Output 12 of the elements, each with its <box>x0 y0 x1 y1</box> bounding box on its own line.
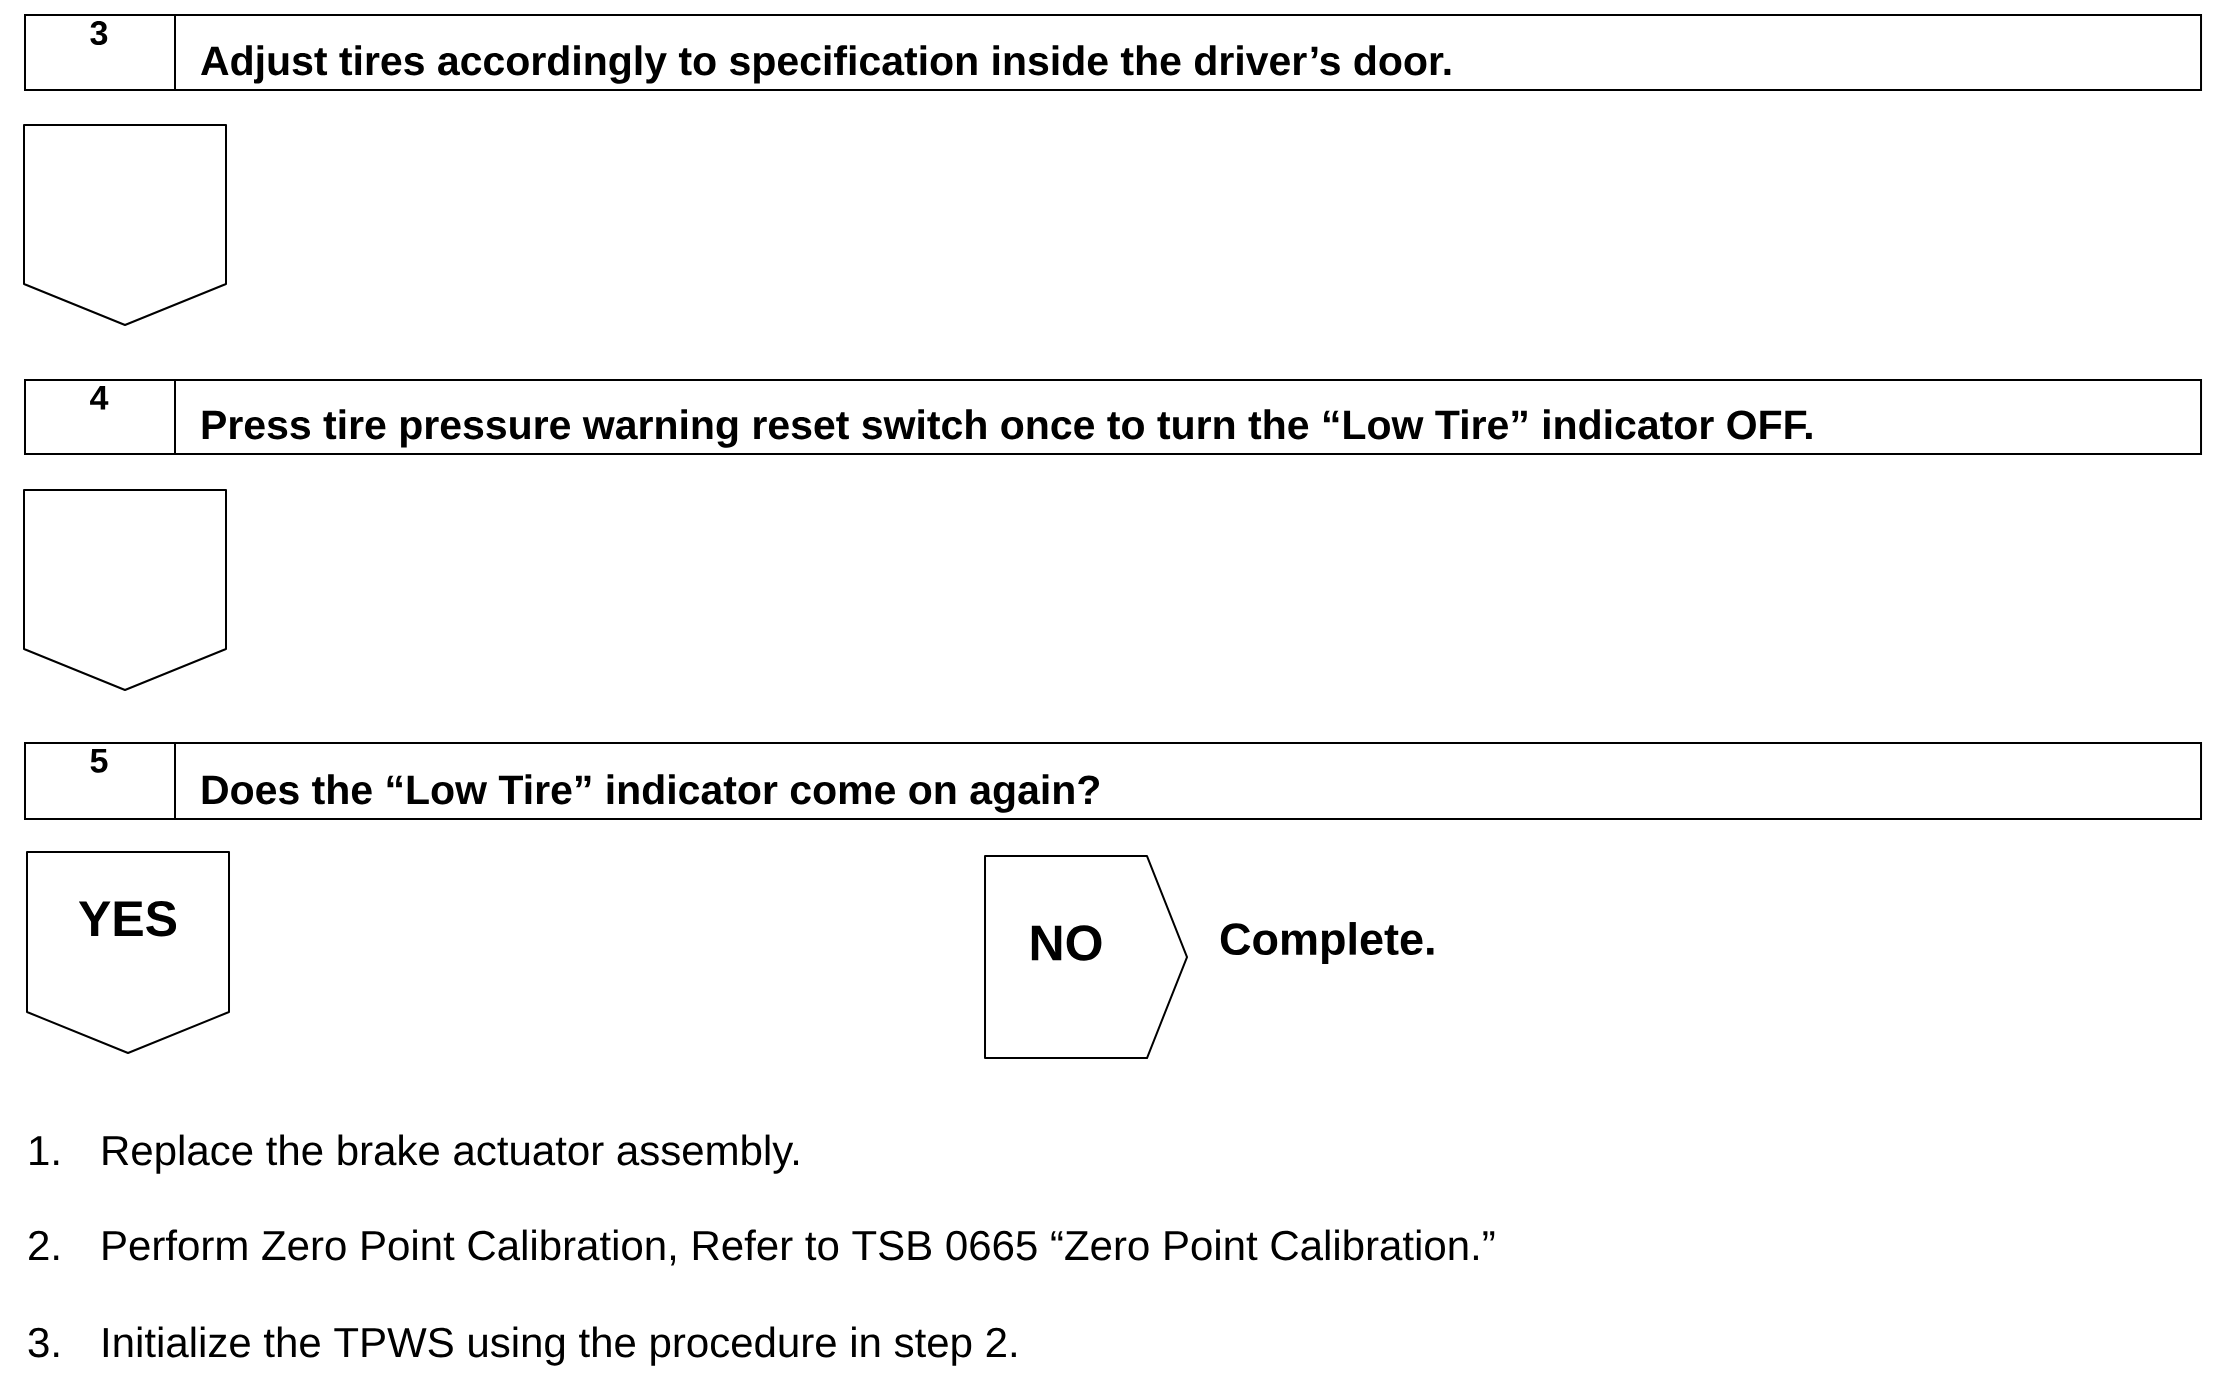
instruction-text: Initialize the TPWS using the procedure in step 2. <box>103 1326 1016 1366</box>
note-text: Complete. <box>1220 922 1434 964</box>
list-number: 2. <box>29 1230 59 1260</box>
instruction-text: Perform Zero Point Calibration, Refer to TSB 0665 “Zero Point Calibration.” <box>103 1229 1495 1266</box>
arrow-shape <box>23 124 227 326</box>
instruction-text: Replace the brake actuator assembly. <box>103 1134 799 1174</box>
step-box: 4 Press tire pressure warning reset switch once to turn the “Low Tire” indicator OFF. <box>24 378 2203 455</box>
arrow-shape <box>23 489 227 691</box>
step-box: 5 Does the “Low Tire” indicator come on again? <box>24 741 2203 820</box>
list-number: 1. <box>30 1136 59 1165</box>
step-box: 3 Adjust tires accordingly to specification inside the driver’s door. <box>24 13 2203 91</box>
list-number: 3. <box>28 1327 59 1358</box>
